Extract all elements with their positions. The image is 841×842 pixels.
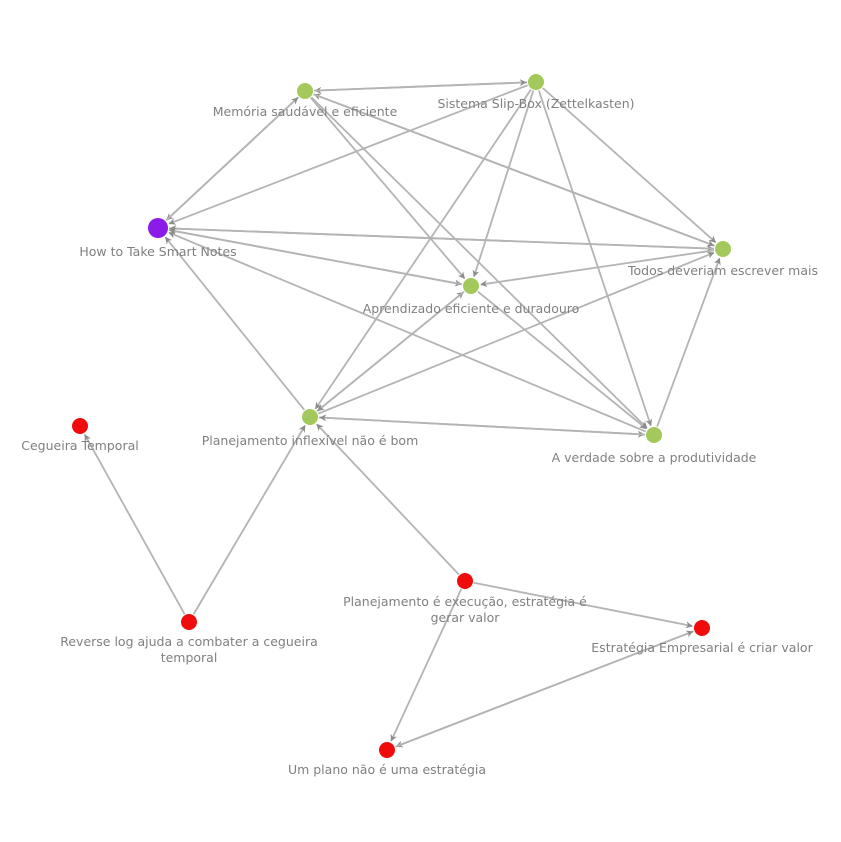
- edge-slipbox-to-verdade: [537, 90, 653, 427]
- node-label-planejexec-line-2: gerar valor: [431, 610, 501, 625]
- edge-umplano-to-estrategia: [395, 630, 694, 748]
- edge-reverselog-to-cegueira: [84, 434, 186, 615]
- edge-reverselog-to-planejinflex: [192, 425, 306, 615]
- edge-slipbox-to-howto: [168, 84, 528, 225]
- edge-verdade-to-todos: [656, 257, 721, 427]
- edge-slipbox-to-todos: [542, 87, 717, 244]
- edge-howto-to-memoria: [165, 97, 299, 222]
- node-planejinflex[interactable]: [302, 409, 318, 425]
- node-planejexec[interactable]: [457, 573, 473, 589]
- edge-memoria-to-verdade: [310, 96, 648, 429]
- node-label-cegueira: Cegueira Temporal: [21, 438, 138, 453]
- edge-planejexec-to-umplano: [390, 588, 463, 742]
- edge-todos-to-aprendizado: [480, 249, 715, 288]
- edge-planejinflex-to-todos: [317, 251, 715, 415]
- node-label-reverselog-line-2: temporal: [161, 650, 218, 665]
- edges-layer: [84, 79, 721, 748]
- edge-aprendizado-to-verdade: [477, 290, 647, 430]
- edge-planejinflex-to-howto: [164, 236, 306, 411]
- node-slipbox[interactable]: [528, 74, 544, 90]
- node-estrategia[interactable]: [694, 620, 710, 636]
- node-label-aprendizado: Aprendizado eficiente e duradouro: [363, 301, 580, 316]
- node-label-planejinflex: Planejamento inflexível não é bom: [202, 433, 419, 448]
- node-label-planejexec-line-1: Planejamento é execução, estratégia é: [343, 594, 587, 609]
- node-cegueira[interactable]: [72, 418, 88, 434]
- node-reverselog[interactable]: [181, 614, 197, 630]
- node-memoria[interactable]: [297, 83, 313, 99]
- edge-aprendizado-to-howto: [169, 227, 463, 286]
- node-label-verdade: A verdade sobre a produtividade: [552, 450, 757, 465]
- node-aprendizado[interactable]: [463, 278, 479, 294]
- edge-memoria-to-slipbox: [313, 79, 527, 92]
- node-todos[interactable]: [715, 241, 731, 257]
- node-label-reverselog-line-1: Reverse log ajuda a combater a cegueira: [60, 634, 318, 649]
- node-label-todos: Todos deveriam escrever mais: [627, 263, 818, 278]
- node-verdade[interactable]: [646, 427, 662, 443]
- labels-layer: Memória saudável e eficiente Sistema Slip…: [21, 96, 818, 777]
- edge-memoria-to-aprendizado: [310, 97, 466, 279]
- edge-todos-to-howto: [169, 225, 715, 250]
- node-label-umplano: Um plano não é uma estratégia: [288, 762, 486, 777]
- edge-slipbox-to-aprendizado: [472, 90, 535, 278]
- edge-slipbox-to-planejinflex: [314, 88, 532, 410]
- node-label-howto: How to Take Smart Notes: [79, 244, 236, 259]
- edge-verdade-to-planejinflex: [319, 414, 646, 436]
- nodes-layer: [72, 74, 731, 758]
- node-label-memoria: Memória saudável e eficiente: [213, 104, 398, 119]
- node-umplano[interactable]: [379, 742, 395, 758]
- edge-verdade-to-howto: [168, 231, 647, 433]
- node-howto[interactable]: [148, 218, 168, 238]
- edge-planejexec-to-estrategia: [473, 581, 693, 629]
- edge-memoria-to-todos: [313, 93, 715, 247]
- node-label-estrategia: Estratégia Empresarial é criar valor: [591, 640, 813, 655]
- node-label-slipbox: Sistema Slip-Box (Zettelkasten): [437, 96, 634, 111]
- edge-planejexec-to-planejinflex: [316, 423, 460, 576]
- edge-aprendizado-to-planejinflex: [317, 290, 465, 412]
